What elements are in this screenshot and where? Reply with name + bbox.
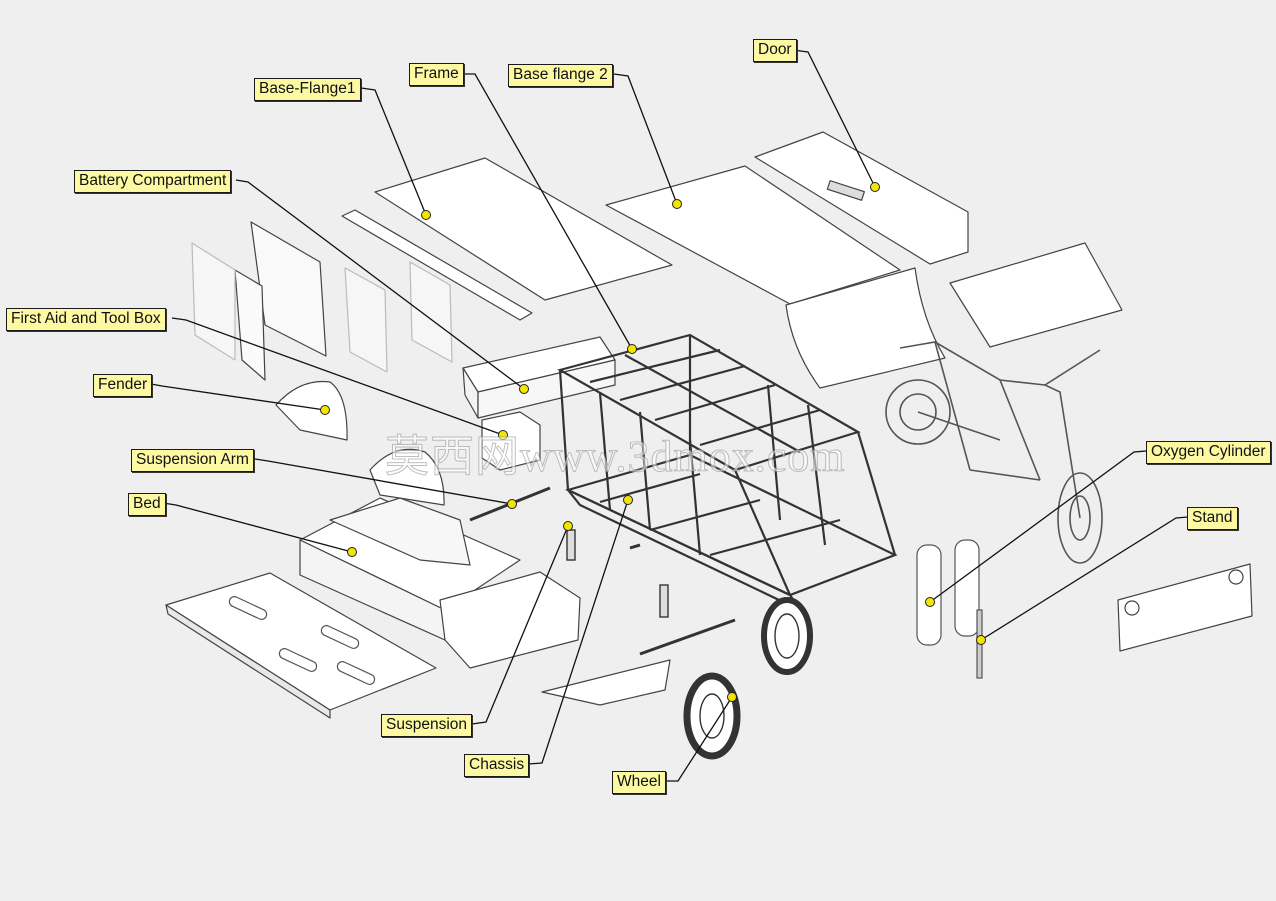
first-aid-box-part	[481, 411, 541, 471]
marker-battery-compartment	[519, 384, 529, 394]
label-first-aid-tool-box: First Aid and Tool Box	[6, 308, 166, 331]
marker-door	[870, 182, 880, 192]
base-flange-1-part	[374, 157, 673, 301]
leader-lines	[150, 49, 1189, 782]
marker-stand	[976, 635, 986, 645]
fender-part	[275, 380, 348, 441]
marker-first-aid	[498, 430, 508, 440]
marker-suspension	[563, 521, 573, 531]
door-handle	[826, 180, 865, 201]
marker-chassis	[623, 495, 633, 505]
oxygen-cylinders	[916, 539, 983, 679]
marker-wheel	[727, 692, 737, 702]
curved-side-panel	[785, 267, 946, 389]
roof-panel	[949, 242, 1123, 348]
floor-slot-3	[320, 625, 360, 649]
label-frame: Frame	[409, 63, 464, 86]
label-base-flange-1: Base-Flange1	[254, 78, 361, 101]
marker-frame	[627, 344, 637, 354]
callout-markers	[320, 182, 986, 702]
label-door: Door	[753, 39, 797, 62]
bed-headboard	[329, 497, 471, 566]
side-panel-e	[409, 261, 453, 363]
marker-fender	[320, 405, 330, 415]
side-panel-c	[191, 242, 236, 361]
rear-plate-hole-1	[1124, 600, 1140, 616]
rear-fender-part	[369, 448, 445, 506]
base-flange-1-strip	[341, 209, 533, 321]
marker-base-flange-2	[672, 199, 682, 209]
wheels-and-suspension	[469, 486, 813, 760]
label-stand: Stand	[1187, 507, 1238, 530]
label-chassis: Chassis	[464, 754, 530, 777]
label-oxygen-cylinder: Oxygen Cylinder	[1146, 441, 1271, 464]
rear-plate-part	[1117, 563, 1253, 652]
side-panel-d	[344, 267, 388, 373]
label-suspension-arm: Suspension Arm	[131, 449, 254, 472]
rear-plate-hole-2	[1228, 569, 1244, 585]
bed-stretcher-frame	[439, 571, 581, 669]
label-battery-compartment: Battery Compartment	[74, 170, 232, 193]
battery-compartment-front	[477, 359, 616, 419]
underbody-panel	[541, 659, 671, 706]
floor-slot-2	[278, 648, 318, 672]
marker-suspension-arm	[507, 499, 517, 509]
marker-base-flange-1	[421, 210, 431, 220]
marker-bed	[347, 547, 357, 557]
floor-slot-4	[336, 661, 376, 685]
motorbike-frame	[885, 341, 1103, 564]
watermark-text: 莫西网www.3dmox.com	[384, 432, 846, 482]
label-wheel: Wheel	[612, 771, 666, 794]
label-suspension: Suspension	[381, 714, 473, 737]
floor-slot-1	[228, 596, 268, 620]
label-base-flange-2: Base flange 2	[508, 64, 613, 87]
label-fender: Fender	[93, 374, 153, 397]
marker-oxygen-cylinder	[925, 597, 935, 607]
floor-plate-edge	[165, 604, 331, 719]
label-bed: Bed	[128, 493, 166, 516]
side-panel-b	[234, 269, 266, 381]
